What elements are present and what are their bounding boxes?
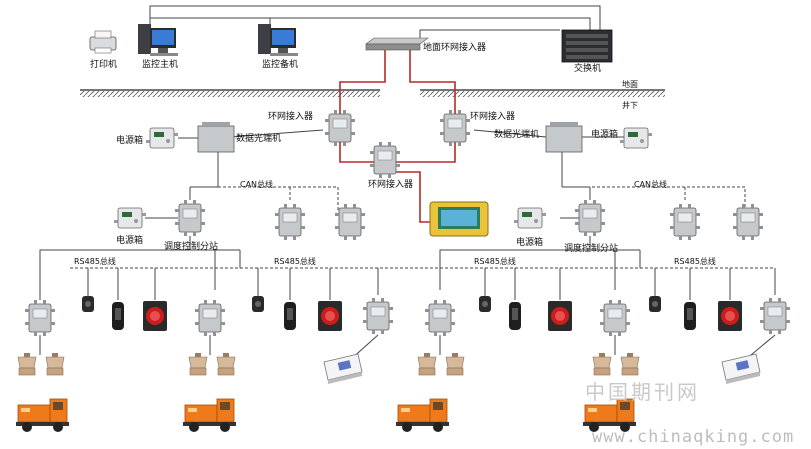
- ring-access-left-icon: [324, 109, 356, 147]
- label-ring-access-right: 环网接入器: [470, 112, 516, 122]
- can-node-2-icon: [334, 203, 366, 241]
- card-reader-3-icon: [509, 302, 521, 330]
- label-rs485-bus-3: RS485总线: [474, 257, 516, 266]
- watermark-cn: 中国期刊网: [585, 380, 700, 404]
- label-rs485-bus-2: RS485总线: [274, 257, 316, 266]
- detector-3a-icon: [417, 352, 437, 376]
- display-terminal-icon: [429, 201, 489, 237]
- sensor-1-icon: [82, 296, 94, 312]
- substation-4-icon: [424, 299, 456, 337]
- can-node-1-icon: [274, 203, 306, 241]
- label-dispatch-substation-left: 调度控制分站: [164, 242, 219, 252]
- label-rs485-bus-1: RS485总线: [74, 257, 116, 266]
- printer-icon: [89, 30, 117, 54]
- label-monitor-host: 监控主机: [142, 60, 179, 70]
- power-box-mid-right-icon: [513, 207, 547, 229]
- dispatch-substation-left-icon: [174, 199, 206, 237]
- monitor-host-icon: [138, 24, 178, 56]
- fiber-ring: [339, 50, 456, 223]
- ring-access-center-icon: [369, 141, 401, 179]
- substation-2-icon: [194, 299, 226, 337]
- label-power-top-right: 电源箱: [591, 130, 619, 140]
- signal-light-3-icon: [548, 301, 572, 331]
- locomotive-3-icon: [395, 398, 450, 433]
- label-ground-ring-access: 地面环网接入器: [423, 43, 487, 53]
- label-ring-access-left: 环网接入器: [268, 112, 314, 122]
- detector-4b-icon: [620, 352, 640, 376]
- power-box-top-left-icon: [145, 127, 179, 149]
- detector-1b-icon: [45, 352, 65, 376]
- locomotive-1-icon: [15, 398, 70, 433]
- detector-4a-icon: [592, 352, 612, 376]
- signal-light-2-icon: [318, 301, 342, 331]
- monitor-backup-icon: [258, 24, 298, 56]
- sensor-2-icon: [252, 296, 264, 312]
- ground-ring-access-icon: [365, 37, 429, 51]
- can-node-3-icon: [669, 203, 701, 241]
- locomotive-2-icon: [182, 398, 237, 433]
- ground-line: [80, 89, 665, 97]
- watermark-url: www.chinaqking.com: [592, 427, 795, 447]
- switch-icon: [561, 29, 613, 63]
- dispatch-substation-right-icon: [574, 199, 606, 237]
- can-node-4-icon: [732, 203, 764, 241]
- label-rs485-bus-4: RS485总线: [674, 257, 716, 266]
- dispatch-terminal-2-icon: [721, 353, 761, 385]
- detector-2a-icon: [188, 352, 208, 376]
- label-power-mid-right: 电源箱: [516, 238, 544, 248]
- substation-3-icon: [362, 297, 394, 335]
- signal-light-1-icon: [143, 301, 167, 331]
- power-box-mid-left-icon: [113, 207, 147, 229]
- label-power-mid-left: 电源箱: [116, 236, 144, 246]
- substation-6-icon: [759, 297, 791, 335]
- substation-1-icon: [24, 299, 56, 337]
- sensor-4-icon: [649, 296, 661, 312]
- label-optical-left: 数据光端机: [236, 134, 282, 144]
- card-reader-4-icon: [684, 302, 696, 330]
- substation-5-icon: [599, 299, 631, 337]
- label-dispatch-substation-right: 调度控制分站: [564, 244, 619, 254]
- label-power-top-left: 电源箱: [116, 136, 144, 146]
- label-can-bus-right: CAN总线: [634, 180, 668, 189]
- label-ground: 地面: [622, 80, 638, 89]
- optical-terminal-left-icon: [197, 122, 235, 153]
- label-ring-access-center: 环网接入器: [368, 180, 414, 190]
- label-switch: 交换机: [574, 64, 602, 74]
- power-box-top-right-icon: [619, 127, 653, 149]
- detector-1a-icon: [17, 352, 37, 376]
- label-underground: 井下: [622, 101, 638, 110]
- detector-2b-icon: [216, 352, 236, 376]
- optical-terminal-right-icon: [545, 122, 583, 153]
- dispatch-terminal-1-icon: [323, 353, 363, 385]
- label-optical-right: 数据光端机: [494, 130, 540, 140]
- card-reader-2-icon: [284, 302, 296, 330]
- ring-access-right-icon: [439, 109, 471, 147]
- sensor-3-icon: [479, 296, 491, 312]
- card-reader-1-icon: [112, 302, 124, 330]
- label-printer: 打印机: [90, 60, 118, 70]
- label-monitor-backup: 监控备机: [262, 60, 299, 70]
- detector-3b-icon: [445, 352, 465, 376]
- label-can-bus-left: CAN总线: [240, 180, 274, 189]
- signal-light-4-icon: [718, 301, 742, 331]
